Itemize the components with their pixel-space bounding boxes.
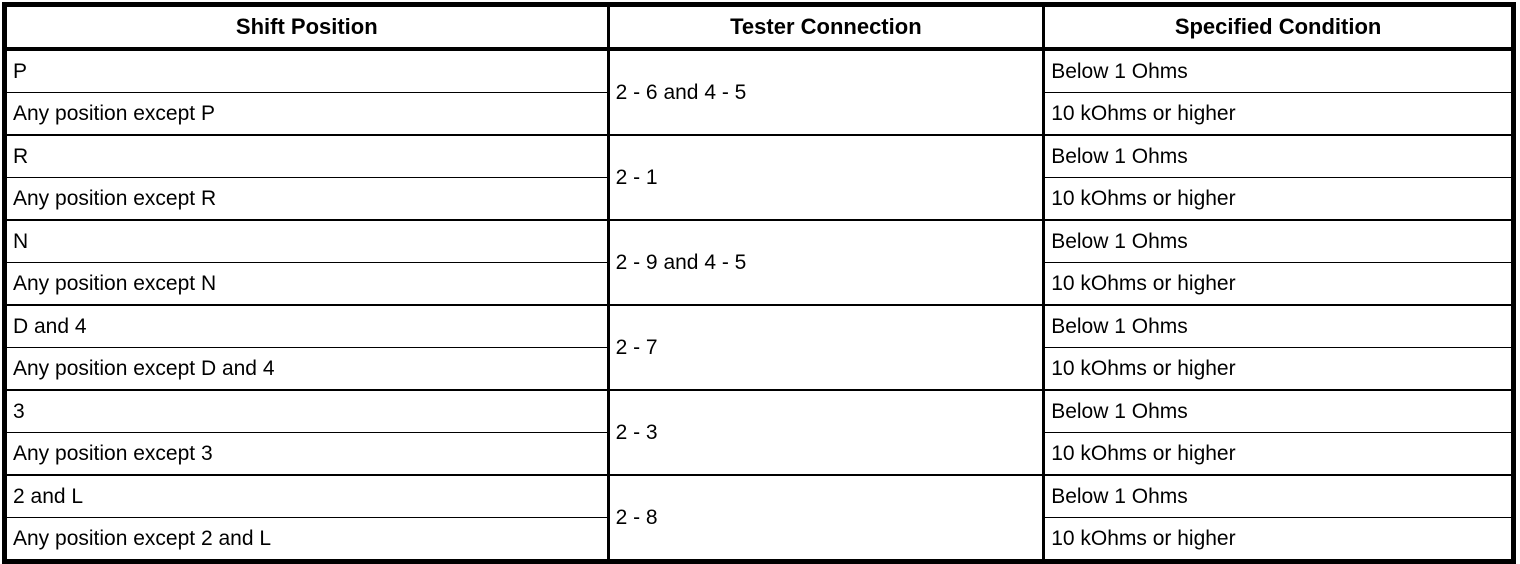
tester-connection-cell: 2 - 6 and 4 - 5 [606, 49, 1044, 135]
specified-condition-cell: 10 kOhms or higher [1042, 517, 1514, 562]
specified-condition-cell: Below 1 Ohms [1042, 389, 1514, 433]
specified-condition-cell: Below 1 Ohms [1042, 49, 1514, 93]
shift-position-cell: Any position except 3 [3, 432, 609, 475]
table-row: Any position except 2 and L 10 kOhms or … [3, 517, 1514, 562]
table-row: Any position except D and 4 10 kOhms or … [3, 347, 1514, 390]
shift-position-cell: Any position except 2 and L [3, 517, 609, 562]
tester-connection-cell: 2 - 3 [606, 389, 1044, 475]
header-shift-position: Shift Position [3, 4, 609, 51]
table-row: Any position except P 10 kOhms or higher [3, 92, 1514, 135]
specified-condition-cell: 10 kOhms or higher [1042, 347, 1514, 390]
specified-condition-cell: 10 kOhms or higher [1042, 262, 1514, 305]
header-row: Shift Position Tester Connection Specifi… [3, 4, 1514, 51]
specified-condition-cell: Below 1 Ohms [1042, 219, 1514, 263]
table-row: Any position except 3 10 kOhms or higher [3, 432, 1514, 475]
shift-position-cell: D and 4 [3, 304, 609, 348]
tester-connection-cell: 2 - 8 [606, 474, 1044, 562]
tester-connection-cell: 2 - 7 [606, 304, 1044, 390]
shift-position-cell: 3 [3, 389, 609, 433]
shift-position-cell: 2 and L [3, 474, 609, 518]
shift-position-cell: R [3, 134, 609, 178]
table-row: 3 2 - 3 Below 1 Ohms [3, 389, 1514, 475]
specified-condition-cell: 10 kOhms or higher [1042, 92, 1514, 135]
table-row: 2 and L 2 - 8 Below 1 Ohms [3, 474, 1514, 562]
shift-position-cell: Any position except N [3, 262, 609, 305]
table-row: D and 4 2 - 7 Below 1 Ohms [3, 304, 1514, 390]
table-header: Shift Position Tester Connection Specifi… [3, 4, 1514, 51]
shift-position-cell: Any position except R [3, 177, 609, 220]
specified-condition-cell: Below 1 Ohms [1042, 474, 1514, 518]
shift-position-cell: N [3, 219, 609, 263]
specified-condition-cell: 10 kOhms or higher [1042, 432, 1514, 475]
header-tester-connection: Tester Connection [606, 4, 1044, 51]
tester-connection-cell: 2 - 1 [606, 134, 1044, 220]
specified-condition-cell: 10 kOhms or higher [1042, 177, 1514, 220]
shift-position-cell: P [3, 49, 609, 93]
specified-condition-cell: Below 1 Ohms [1042, 304, 1514, 348]
specified-condition-cell: Below 1 Ohms [1042, 134, 1514, 178]
shift-position-cell: Any position except P [3, 92, 609, 135]
table-row: Any position except R 10 kOhms or higher [3, 177, 1514, 220]
table-body: P 2 - 6 and 4 - 5 Below 1 Ohms Any posit… [3, 49, 1514, 562]
shift-position-cell: Any position except D and 4 [3, 347, 609, 390]
table-row: Any position except N 10 kOhms or higher [3, 262, 1514, 305]
tester-connection-cell: 2 - 9 and 4 - 5 [606, 219, 1044, 305]
table-row: N 2 - 9 and 4 - 5 Below 1 Ohms [3, 219, 1514, 305]
table-row: R 2 - 1 Below 1 Ohms [3, 134, 1514, 220]
table-row: P 2 - 6 and 4 - 5 Below 1 Ohms [3, 49, 1514, 135]
header-specified-condition: Specified Condition [1042, 4, 1514, 51]
